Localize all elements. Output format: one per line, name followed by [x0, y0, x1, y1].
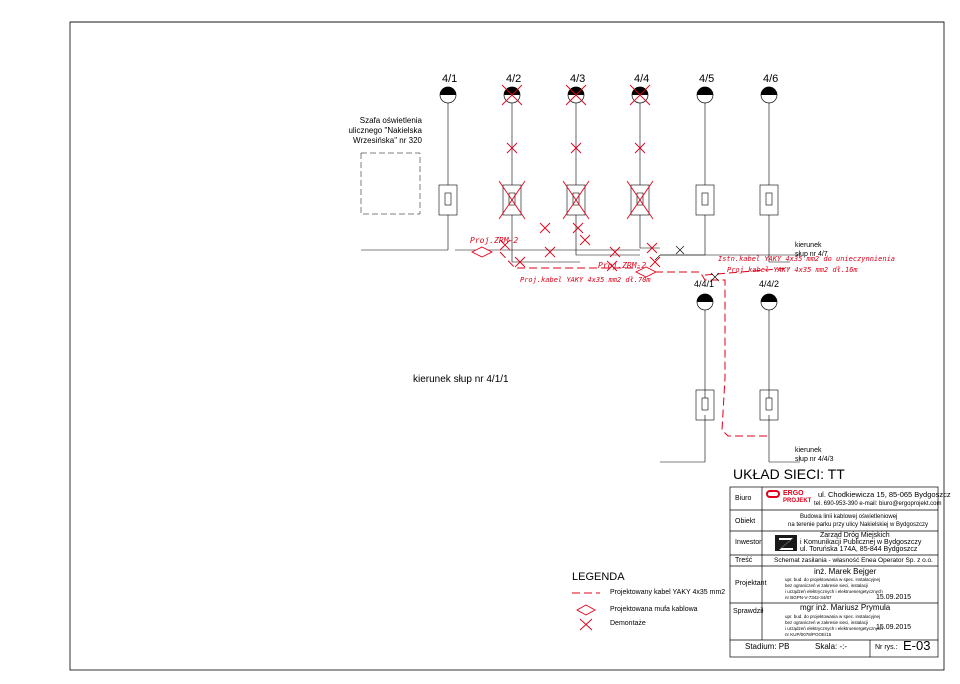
cable-label: Proj.kabel YAKY 4x35 mm2 dł.70m — [520, 276, 651, 284]
pole-label: 4/3 — [570, 73, 586, 85]
obiekt-value: na terenie parku przy ulicy Nakielskiej … — [788, 522, 929, 528]
cable-label: Proj.kabel YAKY 4x35 mm2 dł.16m — [727, 266, 858, 274]
cable-label: Istn.kabel YAKY 4x35 mm2 do unieczynnien… — [718, 255, 896, 263]
projektant-name: inż. Marek Bejger — [814, 567, 877, 576]
network-type: UKŁAD SIECI: TT — [733, 466, 845, 482]
lamp-pole-top-1 — [439, 86, 457, 104]
demolition-cross — [646, 242, 658, 254]
obiekt-label: Obiekt — [735, 518, 756, 525]
demolition-cross — [544, 246, 556, 258]
legend-item: Demontaże — [610, 620, 646, 627]
projektant-qual: bez ograniczeń w zakresie sieci, instala… — [785, 583, 869, 588]
pole-label: 4/5 — [699, 73, 715, 85]
biuro-label: Biuro — [735, 495, 752, 502]
projektant-qual: upr. bud. do projektowania w spec. insta… — [785, 577, 881, 582]
direction-label: słup nr 4/4/3 — [795, 456, 834, 463]
lamp-pole-top-3 — [565, 84, 587, 106]
pole-label: 4/4/2 — [759, 279, 780, 289]
legend-item: Projektowany kabel YAKY 4x35 mm2 — [610, 589, 726, 596]
logo-text: PROJEKT — [783, 498, 812, 504]
inwestor-value: ul. Toruńska 174A, 85-844 Bydgoszcz — [800, 546, 918, 553]
sheet-frame — [69, 21, 945, 671]
projektant-date: 15.09.2015 — [876, 594, 912, 601]
sprawdzil-date: 15.09.2015 — [876, 624, 912, 631]
demolition-cross — [570, 142, 582, 154]
direction-label: kierunek — [795, 242, 822, 249]
sprawdzil-label: Sprawdził — [733, 608, 764, 615]
stadium: Stadium: PB — [745, 642, 790, 651]
zrm-label: Proj.ZRM-2 — [598, 261, 647, 270]
demolition-cross — [539, 222, 551, 234]
demolition-cross — [606, 260, 618, 272]
demolition-cross — [649, 256, 661, 268]
logo-text: ERGO — [783, 490, 804, 497]
zdmikp-logo — [775, 535, 797, 551]
inwestor-value: i Komunikacji Publicznej w Bydgoszczy — [800, 539, 922, 546]
scale: Skala: -:- — [815, 642, 848, 651]
lamp-pole-mid-2 — [760, 293, 778, 311]
pole-label: 4/6 — [763, 73, 779, 85]
lamp-pole-mid-1 — [696, 293, 714, 311]
legend-symbols — [572, 592, 600, 631]
obiekt-value: Budowa linii kablowej oświetleniowej — [800, 514, 898, 520]
pole-label: 4/1 — [442, 73, 458, 85]
demolition-cross — [579, 234, 591, 246]
inwestor-label: Inwestor — [735, 539, 762, 546]
projektant-label: Projektant — [735, 580, 767, 587]
zrm-label: Proj.ZRM-2 — [470, 236, 519, 245]
cabinet-outline — [360, 152, 421, 215]
cable-joint-1 — [470, 246, 494, 258]
legend-item: Projektowana mufa kablowa — [610, 606, 698, 613]
direction-label: słup nr 4/7 — [795, 251, 828, 258]
demolition-cross — [506, 142, 518, 154]
lamp-pole-top-4 — [629, 84, 651, 106]
sprawdzil-qual: nr KUP/0078/POOE/15 — [785, 632, 832, 637]
tresc-label: Treść — [735, 557, 753, 564]
demolition-cross — [572, 222, 584, 234]
address: ul. Chodkiewicza 15, 85-065 Bydgoszcz — [818, 490, 951, 499]
demolition-cross — [634, 142, 646, 154]
demolition-cross — [499, 239, 511, 251]
sprawdzil-qual: bez ograniczeń w zakresie sieci, instala… — [785, 620, 869, 625]
pole-group-top — [439, 84, 778, 311]
sprawdzil-qual: upr. bud. do projektowania w spec. insta… — [785, 614, 881, 619]
sprawdzil-name: mgr inż. Mariusz Prymula — [800, 603, 891, 612]
contact: tel. 690-953-390 e-mail: biuro@ergoproje… — [814, 501, 942, 507]
drawing-number: E-03 — [903, 638, 931, 653]
ergo-logo — [766, 490, 780, 498]
inwestor-value: Zarząd Dróg Miejskich — [820, 532, 890, 539]
projektant-qual: i urządzeń elektrycznych i elektroenerge… — [785, 589, 883, 594]
direction-label: kierunek słup nr 4/1/1 — [413, 374, 509, 385]
pole-label: 4/4/1 — [694, 279, 715, 289]
cable-joint-2 — [634, 266, 658, 278]
lamp-pole-top-2 — [501, 84, 523, 106]
lamp-pole-top-6 — [760, 86, 778, 104]
demolition-cross — [514, 256, 526, 268]
projektant-qual: nr BGPN-V-7342-34/87 — [785, 595, 832, 600]
direction-label: kierunek — [795, 447, 822, 454]
legend-title: LEGENDA — [572, 571, 625, 583]
pole-label: 4/4 — [634, 73, 650, 85]
lamp-pole-top-5 — [696, 86, 714, 104]
drawing-number-label: Nr rys.: — [875, 644, 898, 651]
tresc-value: Schemat zasilania - własność Enea Operat… — [774, 557, 933, 564]
pole-label: 4/2 — [506, 73, 522, 85]
sprawdzil-qual: i urządzeń elektrycznych i elektroenerge… — [785, 626, 883, 631]
demolition-cross — [609, 246, 621, 258]
